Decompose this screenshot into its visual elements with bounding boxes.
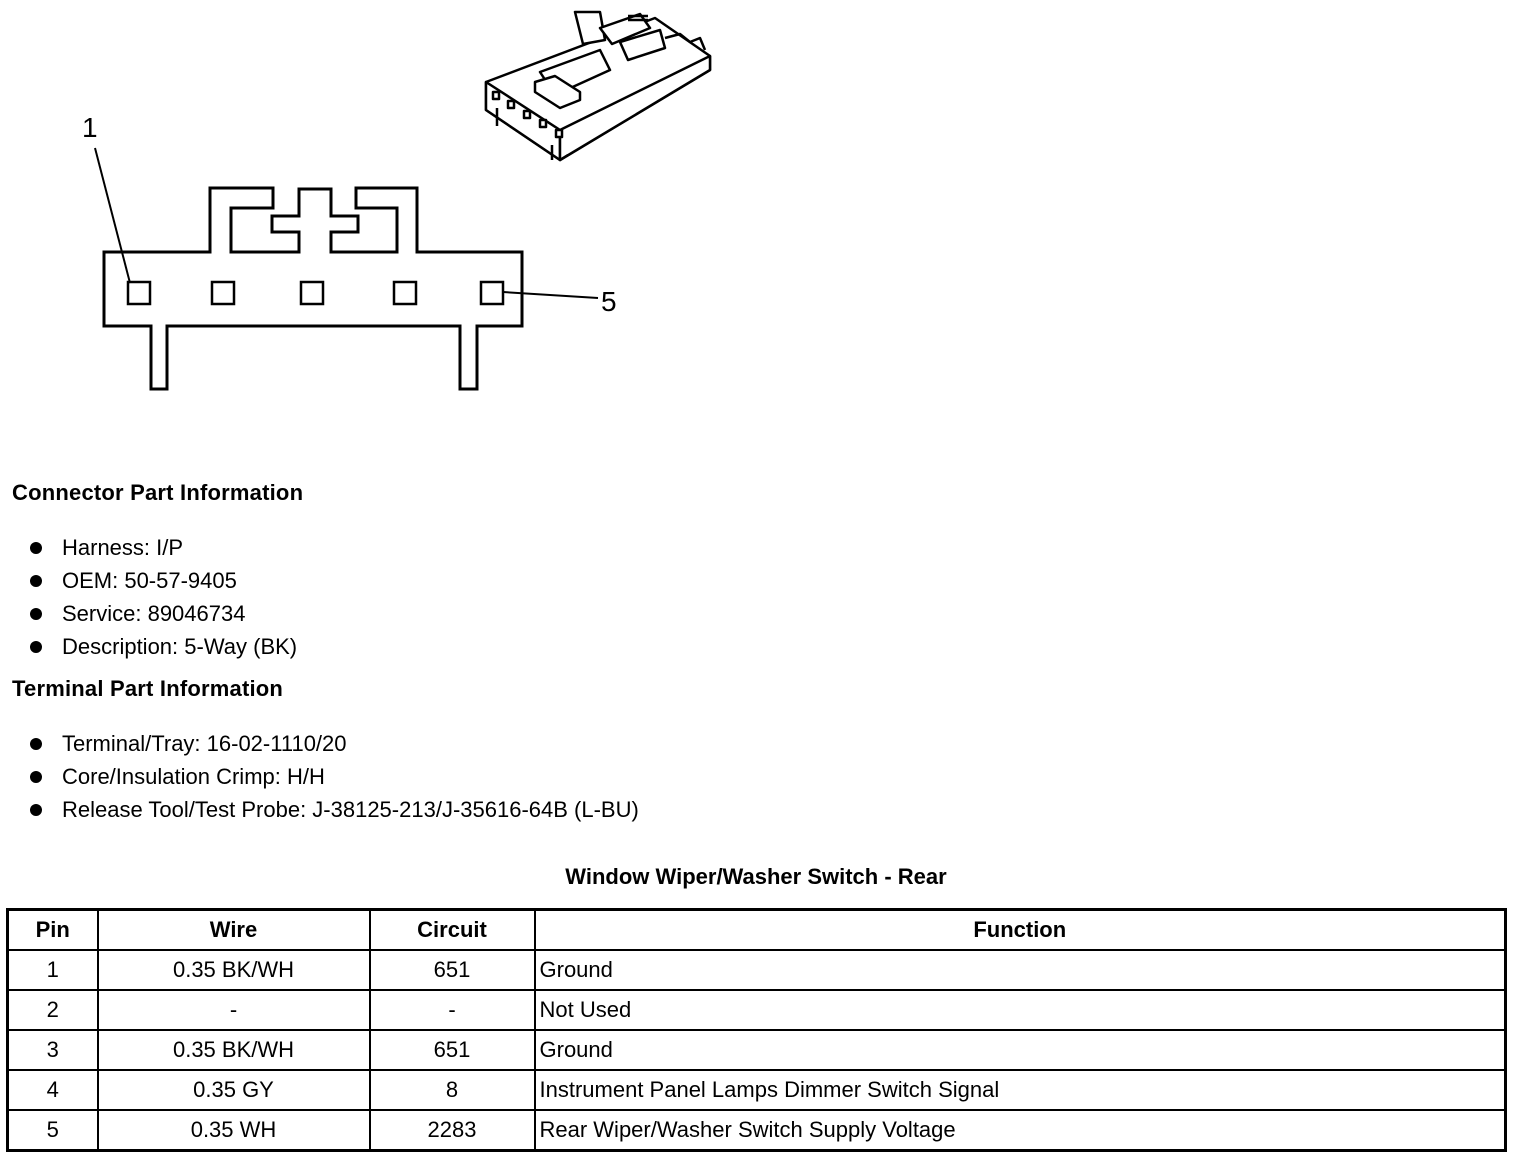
- table-header-row: Pin Wire Circuit Function: [6, 908, 1507, 951]
- function-cell: Ground: [533, 949, 1507, 991]
- pin-cell: 4: [6, 1069, 99, 1111]
- pin-cavity-4: [392, 280, 418, 306]
- connector-isometric-illustration: [484, 10, 712, 162]
- circuit-cell: 651: [368, 1029, 536, 1071]
- pin-cavity-5: [479, 280, 505, 306]
- callout-label-pin-1: 1: [82, 112, 98, 143]
- column-header-function: Function: [533, 908, 1507, 951]
- pin-cell: 5: [6, 1109, 99, 1152]
- connector-info-list: Harness: I/P OEM: 50-57-9405 Service: 89…: [28, 531, 297, 663]
- function-cell: Instrument Panel Lamps Dimmer Switch Sig…: [533, 1069, 1507, 1111]
- table-row: 1 0.35 BK/WH 651 Ground: [6, 949, 1507, 991]
- table-row: 4 0.35 GY 8 Instrument Panel Lamps Dimme…: [6, 1069, 1507, 1111]
- table-row: 2 - - Not Used: [6, 989, 1507, 1031]
- pinout-table-title: Window Wiper/Washer Switch - Rear: [565, 864, 947, 889]
- function-cell: Not Used: [533, 989, 1507, 1031]
- bullet-icon: [30, 641, 42, 653]
- bullet-icon: [30, 608, 42, 620]
- list-item: Release Tool/Test Probe: J-38125-213/J-3…: [28, 793, 639, 826]
- wire-cell: 0.35 BK/WH: [96, 1029, 371, 1071]
- connector-face-view: [102, 186, 524, 391]
- circuit-cell: 651: [368, 949, 536, 991]
- pin-cell: 3: [6, 1029, 99, 1071]
- list-item: Service: 89046734: [28, 597, 297, 630]
- callout-leader-pin-5: [502, 291, 599, 299]
- bullet-icon: [30, 771, 42, 783]
- function-cell: Rear Wiper/Washer Switch Supply Voltage: [533, 1109, 1507, 1152]
- list-item: Terminal/Tray: 16-02-1110/20: [28, 727, 639, 760]
- circuit-cell: 8: [368, 1069, 536, 1111]
- circuit-cell: 2283: [368, 1109, 536, 1152]
- wire-cell: 0.35 BK/WH: [96, 949, 371, 991]
- column-header-circuit: Circuit: [368, 908, 536, 951]
- wire-cell: 0.35 GY: [96, 1069, 371, 1111]
- list-item: Description: 5-Way (BK): [28, 630, 297, 663]
- column-header-wire: Wire: [96, 908, 371, 951]
- callout-label-pin-5: 5: [601, 286, 617, 317]
- terminal-info-list: Terminal/Tray: 16-02-1110/20 Core/Insula…: [28, 727, 639, 826]
- circuit-cell: -: [368, 989, 536, 1031]
- terminal-info-heading: Terminal Part Information: [12, 676, 284, 701]
- wire-cell: -: [96, 989, 371, 1031]
- list-item: OEM: 50-57-9405: [28, 564, 297, 597]
- column-header-pin: Pin: [6, 908, 99, 951]
- pin-cavity-1: [126, 280, 152, 306]
- wire-cell: 0.35 WH: [96, 1109, 371, 1152]
- connector-diagram: 1 5: [82, 10, 712, 391]
- function-cell: Ground: [533, 1029, 1507, 1071]
- table-row: 3 0.35 BK/WH 651 Ground: [6, 1029, 1507, 1071]
- callout-leader-pin-1: [94, 147, 131, 284]
- bullet-icon: [30, 738, 42, 750]
- pin-cell: 2: [6, 989, 99, 1031]
- list-item: Harness: I/P: [28, 531, 297, 564]
- pin-cell: 1: [6, 949, 99, 991]
- table-row: 5 0.35 WH 2283 Rear Wiper/Washer Switch …: [6, 1109, 1507, 1152]
- bullet-icon: [30, 804, 42, 816]
- pinout-table: Pin Wire Circuit Function 1 0.35 BK/WH 6…: [6, 908, 1507, 1152]
- bullet-icon: [30, 575, 42, 587]
- pin-cavity-2: [210, 280, 236, 306]
- bullet-icon: [30, 542, 42, 554]
- connector-info-heading: Connector Part Information: [12, 480, 304, 505]
- list-item: Core/Insulation Crimp: H/H: [28, 760, 639, 793]
- pin-cavity-3: [299, 280, 325, 306]
